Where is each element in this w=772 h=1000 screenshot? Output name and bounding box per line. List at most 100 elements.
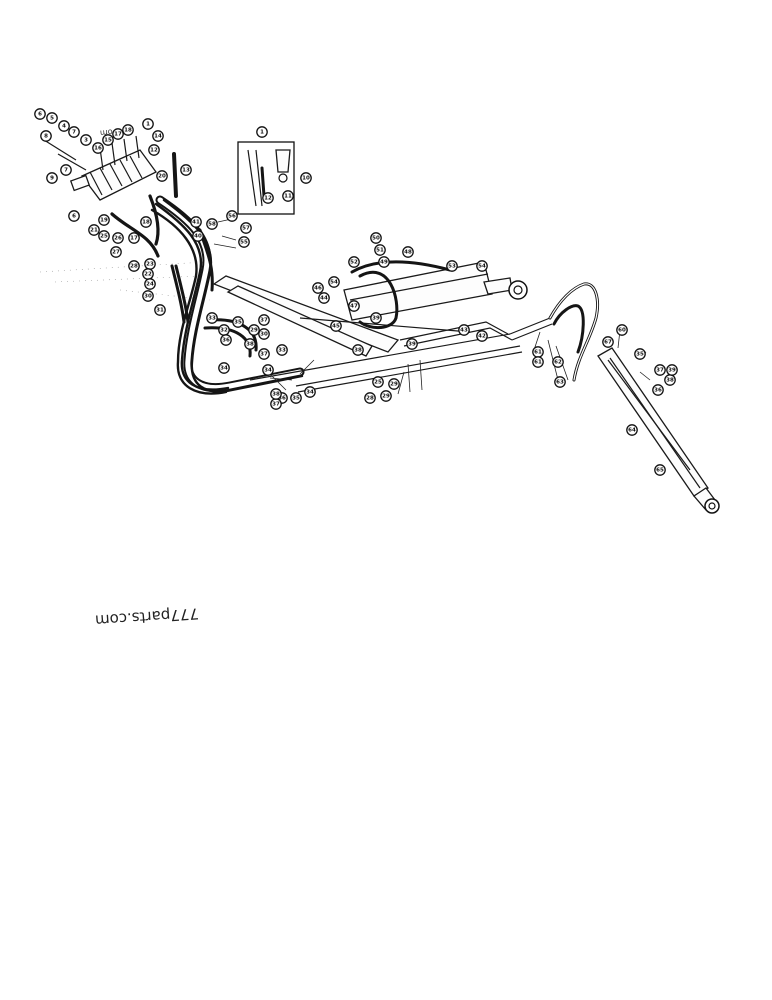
callout-label: 37 xyxy=(656,367,664,373)
callout-label: 48 xyxy=(404,249,412,255)
callout-label: 34 xyxy=(306,389,314,395)
callout-c64: 29 xyxy=(248,324,260,336)
callout-c59: 33 xyxy=(206,312,218,324)
callout-c65: 30 xyxy=(258,328,270,340)
callout-c21: 25 xyxy=(98,230,110,242)
callout-c82: 35 xyxy=(634,348,646,360)
callout-c24: 17 xyxy=(128,232,140,244)
callout-c88: 39 xyxy=(666,364,678,376)
callout-c40: 12 xyxy=(262,192,274,204)
callout-label: 41 xyxy=(192,219,200,225)
callout-label: 5 xyxy=(50,115,54,121)
callout-c15: 15 xyxy=(102,134,114,146)
callout-c33: 23 xyxy=(144,258,156,270)
callout-label: 56 xyxy=(228,213,236,219)
callout-c89: 29 xyxy=(380,390,392,402)
callout-c84: 38 xyxy=(664,374,676,386)
callout-c31: 55 xyxy=(238,236,250,248)
callout-label: 11 xyxy=(284,193,292,199)
callout-c4: 7 xyxy=(68,126,80,138)
callout-c76: 61 xyxy=(532,346,544,358)
callout-label: 64 xyxy=(628,427,636,433)
callout-label: 22 xyxy=(144,271,152,277)
callout-c47: 53 xyxy=(446,260,458,272)
callout-c17: 12 xyxy=(148,144,160,156)
callout-c81: 60 xyxy=(616,324,628,336)
callout-label: 30 xyxy=(144,293,152,299)
callout-label: 20 xyxy=(158,173,166,179)
callout-label: 53 xyxy=(448,263,456,269)
callout-c45: 49 xyxy=(378,256,390,268)
callout-c2: 5 xyxy=(46,112,58,124)
callout-c66: 38 xyxy=(244,338,256,350)
callout-c48: 54 xyxy=(476,260,488,272)
callout-label: 13 xyxy=(182,167,190,173)
callout-label: 24 xyxy=(146,281,154,287)
callout-label: 55 xyxy=(240,239,248,245)
callout-c70: 34 xyxy=(304,386,316,398)
callout-label: 10 xyxy=(302,175,310,181)
callout-c92: 25 xyxy=(372,376,384,388)
callout-c32: 28 xyxy=(128,260,140,272)
callout-c19: 19 xyxy=(98,214,110,226)
callout-c12: 18 xyxy=(122,124,134,136)
callout-c16: 13 xyxy=(180,164,192,176)
callout-label: 45 xyxy=(332,323,340,329)
callout-label: 47 xyxy=(350,303,358,309)
callout-label: 36 xyxy=(278,395,286,401)
callout-label: 28 xyxy=(366,395,374,401)
callout-label: 39 xyxy=(372,315,380,321)
callout-label: 42 xyxy=(478,333,486,339)
callout-label: 44 xyxy=(320,295,328,301)
callout-c10: 1 xyxy=(142,118,154,130)
callout-label: 1 xyxy=(260,129,264,135)
callout-c73: 37 xyxy=(270,398,282,410)
callout-c83: 37 xyxy=(654,364,666,376)
callout-c91: 29 xyxy=(388,378,400,390)
callout-label: 32 xyxy=(220,327,228,333)
callout-label: 6 xyxy=(72,213,76,219)
callout-c56: 42 xyxy=(476,330,488,342)
callout-c20: 21 xyxy=(88,224,100,236)
callout-c87: 65 xyxy=(654,464,666,476)
callout-label: 49 xyxy=(380,259,388,265)
callout-label: 58 xyxy=(208,221,216,227)
callout-c36: 30 xyxy=(142,290,154,302)
callout-c71: 35 xyxy=(290,392,302,404)
callout-c27: 40 xyxy=(192,230,204,242)
callout-label: 6 xyxy=(38,111,42,117)
callout-label: 35 xyxy=(292,395,300,401)
callout-c1: 6 xyxy=(34,108,46,120)
callout-label: 36 xyxy=(222,337,230,343)
callout-label: 38 xyxy=(246,341,254,347)
callout-label: 38 xyxy=(666,377,674,383)
callout-c14: 16 xyxy=(92,142,104,154)
callout-c9: 6 xyxy=(68,210,80,222)
callout-label: 39 xyxy=(408,341,416,347)
callout-c28: 56 xyxy=(226,210,238,222)
callout-c8: 7 xyxy=(60,164,72,176)
watermark-fragment: om xyxy=(99,127,114,138)
callout-c43: 51 xyxy=(374,244,386,256)
callout-c6: 8 xyxy=(40,130,52,142)
callout-label: 38 xyxy=(354,347,362,353)
callout-label: 33 xyxy=(278,347,286,353)
callout-label: 19 xyxy=(100,217,108,223)
callout-label: 57 xyxy=(242,225,250,231)
callout-label: 8 xyxy=(44,133,48,139)
right-hose-loop xyxy=(548,282,599,382)
callout-c29: 58 xyxy=(206,218,218,230)
callout-c67: 34 xyxy=(218,362,230,374)
callout-label: 46 xyxy=(314,285,322,291)
callout-c55: 43 xyxy=(458,324,470,336)
callout-c86: 64 xyxy=(626,424,638,436)
callout-c60: 32 xyxy=(218,324,230,336)
callout-label: 25 xyxy=(100,233,108,239)
callout-label: 17 xyxy=(130,235,138,241)
callout-c49: 54 xyxy=(328,276,340,288)
callout-c44: 52 xyxy=(348,256,360,268)
callout-c26: 41 xyxy=(190,216,202,228)
callout-label: 62 xyxy=(554,359,562,365)
callout-label: 21 xyxy=(90,227,98,233)
